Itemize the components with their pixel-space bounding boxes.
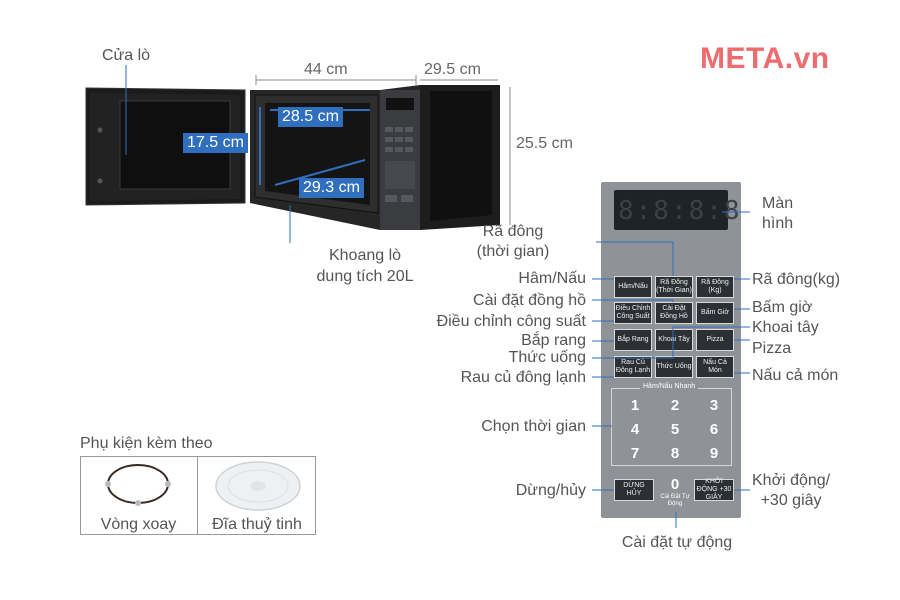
door-label: Cửa lò	[102, 47, 151, 64]
ra-dong-time-button[interactable]: Rã Đông (Thời Gian)	[655, 276, 693, 298]
label-stop-cancel: Dừng/hủy	[515, 482, 586, 499]
label-start-30s-line1: Khởi động/	[752, 472, 831, 489]
timer-button[interactable]: Bấm Giờ	[696, 302, 734, 324]
cavity-caption: Khoang lò dung tích 20L	[310, 245, 420, 287]
num-5-button[interactable]: 5	[670, 421, 680, 438]
label-popcorn: Bắp rang	[521, 332, 586, 349]
label-timer: Bấm giờ	[752, 299, 813, 316]
label-beverage: Thức uống	[508, 349, 586, 366]
beverage-button[interactable]: Thức Uống	[655, 356, 693, 378]
accessory-ring-label: Vòng xoay	[100, 516, 177, 533]
pizza-button[interactable]: Pizza	[696, 329, 734, 351]
label-ra-dong-time-line1: Rã đông	[482, 223, 544, 240]
label-power-adjust: Điều chỉnh công suất	[436, 313, 586, 330]
num-8-button[interactable]: 8	[670, 445, 680, 462]
num-7-button[interactable]: 7	[630, 445, 640, 462]
cook-all-button[interactable]: Nấu Cả Món	[696, 356, 734, 378]
accessories-box	[80, 456, 316, 535]
label-ra-dong-time: Rã đông (thời gian)	[440, 222, 586, 262]
label-potato: Khoai tây	[752, 319, 819, 336]
label-auto-set: Cài đặt tự động	[621, 534, 733, 551]
glass-plate-image	[215, 461, 301, 511]
numpad-title: Hâm/Nấu Nhanh	[640, 383, 699, 390]
ham-nau-button[interactable]: Hâm/Nấu	[614, 276, 652, 298]
label-display-line1: Màn	[762, 195, 794, 212]
num-3-button[interactable]: 3	[709, 397, 719, 414]
label-display: Màn hình	[762, 194, 793, 234]
cavity-caption-line2: dung tích 20L	[316, 268, 414, 285]
label-display-line2: hình	[762, 215, 794, 232]
display-screen	[614, 190, 728, 230]
label-start-30s-line2: +30 giây	[760, 492, 822, 509]
clock-set-button[interactable]: Cài Đặt Đồng Hồ	[655, 302, 693, 324]
ra-dong-kg-button[interactable]: Rã Đông (Kg)	[696, 276, 734, 298]
accessory-plate-label: Đĩa thuỷ tinh	[212, 516, 302, 533]
label-cook-all: Nấu cả món	[752, 367, 839, 384]
frozen-veg-button[interactable]: Rau Củ Đông Lạnh	[614, 356, 652, 378]
label-pizza: Pizza	[752, 340, 792, 357]
width-dimension: 44 cm	[304, 61, 348, 78]
accessories-divider	[197, 456, 198, 535]
power-adjust-button[interactable]: Điều Chỉnh Công Suất	[614, 302, 652, 324]
start-30s-button[interactable]: KHỞI ĐỘNG +30 GIÂY	[694, 478, 734, 501]
depth-dimension: 29.5 cm	[424, 61, 481, 78]
label-clock-set: Cài đặt đồng hồ	[473, 292, 586, 309]
label-time-select: Chọn thời gian	[481, 418, 586, 435]
label-ra-dong-kg: Rã đông(kg)	[752, 271, 841, 288]
accessories-title: Phụ kiện kèm theo	[80, 435, 213, 452]
roller-ring-image	[105, 464, 171, 506]
cavity-height-badge: 17.5 cm	[183, 133, 248, 153]
label-ham-nau: Hâm/Nấu	[518, 270, 586, 287]
num-6-button[interactable]: 6	[709, 421, 719, 438]
auto-set-sublabel: Cài Đặt Tự Động	[660, 494, 690, 507]
label-frozen-veg: Rau củ đông lạnh	[460, 369, 586, 386]
label-start-30s: Khởi động/ +30 giây	[752, 471, 830, 511]
cavity-depth-badge: 29.3 cm	[299, 178, 364, 198]
num-9-button[interactable]: 9	[709, 445, 719, 462]
num-1-button[interactable]: 1	[630, 397, 640, 414]
num-2-button[interactable]: 2	[670, 397, 680, 414]
popcorn-button[interactable]: Bắp Rang	[614, 329, 652, 351]
brand-logo: META.vn	[700, 42, 830, 75]
display-digits: 8:8:8:8	[618, 196, 742, 226]
stop-cancel-button[interactable]: DỪNG HỦY	[614, 479, 654, 501]
potato-button[interactable]: Khoai Tây	[655, 329, 693, 351]
height-dimension: 25.5 cm	[516, 135, 573, 152]
num-0-button[interactable]: 0	[670, 476, 680, 493]
num-4-button[interactable]: 4	[630, 421, 640, 438]
cavity-width-badge: 28.5 cm	[278, 107, 343, 127]
label-ra-dong-time-line2: (thời gian)	[476, 243, 550, 260]
cavity-caption-line1: Khoang lò	[328, 247, 402, 264]
